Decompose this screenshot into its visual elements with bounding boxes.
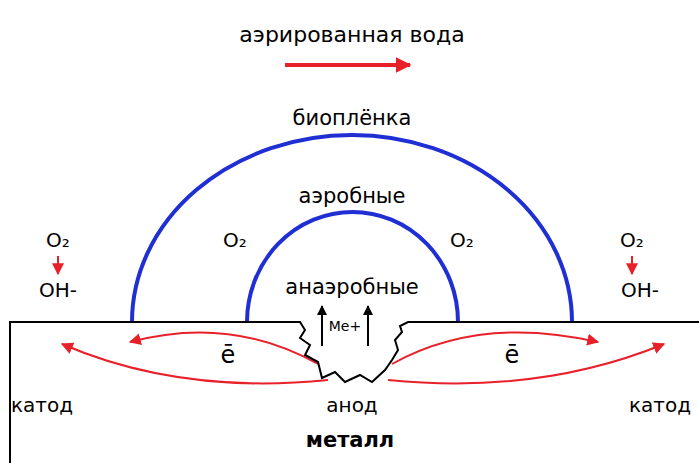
electrode-label: катод — [629, 394, 691, 417]
oxygen-arrow — [57, 256, 59, 274]
anaerobic-outline — [247, 212, 458, 322]
ion-label: OH- — [39, 279, 77, 302]
zone-title: биоплёнка — [293, 106, 412, 130]
flow-label: аэрированная вода — [239, 22, 464, 47]
electron-arrow — [392, 332, 598, 364]
electron-arrow — [62, 344, 328, 383]
metal-outline — [10, 322, 699, 463]
ion-label: OH- — [621, 279, 659, 302]
gas-label: O₂ — [620, 229, 644, 252]
electrode-label: анод — [326, 394, 377, 417]
ion-arrow — [321, 306, 323, 346]
gas-label: O₂ — [46, 229, 70, 252]
electron-arrow — [388, 344, 664, 383]
anaerobic-zone: анаэробные — [247, 212, 458, 322]
gas-label: O₂ — [450, 229, 474, 252]
electron-label: ē — [505, 342, 520, 370]
gas-label: O₂ — [223, 229, 247, 252]
biofilm-outline — [132, 135, 572, 322]
biofilm-zone: биоплёнкааэробныеO₂O₂анаэробные — [132, 135, 572, 322]
zone-label: анаэробные — [285, 275, 418, 299]
zone-label: аэробные — [299, 184, 406, 208]
ion-label: Me+ — [329, 318, 361, 334]
metal-body: металл — [10, 322, 699, 463]
electron-label: ē — [221, 342, 236, 370]
ion-arrow — [367, 306, 369, 346]
electrode-label: катод — [11, 394, 73, 417]
oxygen-arrow — [631, 256, 633, 274]
material-label: металл — [306, 428, 395, 452]
anaerobic-outline — [247, 212, 458, 322]
flow-arrow — [285, 63, 410, 67]
